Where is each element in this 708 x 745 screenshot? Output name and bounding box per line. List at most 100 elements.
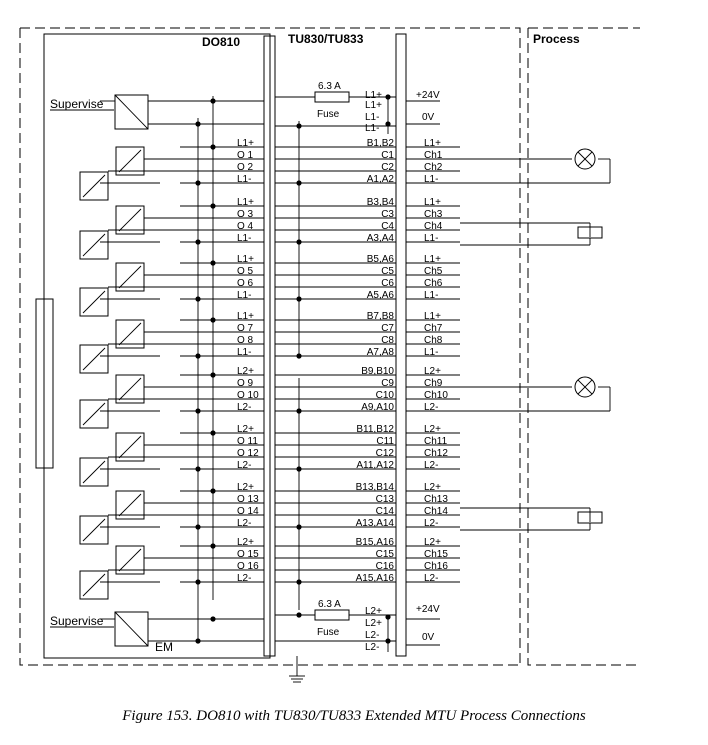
junction-dot [195, 638, 201, 644]
supply-top-pin-1: L1+ [365, 90, 382, 101]
process-channel-label: L2- [424, 573, 438, 584]
supply-bottom-voltage-zero: 0V [422, 632, 435, 643]
tu-header: TU830/TU833 [288, 32, 364, 46]
process-channel-label: L1+ [424, 311, 441, 322]
junction-dot [296, 180, 302, 186]
terminal-label: A11,A12 [356, 460, 394, 471]
terminal-label: A9,A10 [361, 402, 394, 413]
output-switch-b [79, 515, 109, 545]
junction-dot [296, 408, 302, 414]
output-switch-a [115, 432, 145, 462]
process-channel-label: Ch10 [424, 390, 448, 401]
terminal-label: C14 [376, 506, 395, 517]
process-header: Process [533, 32, 580, 46]
supervise-label-bottom: Supervise [50, 614, 104, 628]
supply-bottom-pin-3: L2- [365, 630, 379, 641]
module-pin-label: O 12 [237, 448, 259, 459]
module-pin-label: O 16 [237, 561, 259, 572]
junction-dot [296, 296, 302, 302]
junction-dot [210, 616, 216, 622]
process-channel-label: Ch6 [424, 278, 443, 289]
process-channel-label: Ch4 [424, 221, 443, 232]
module-pin-label: L2+ [237, 537, 254, 548]
junction-dot [296, 612, 302, 618]
process-channel-label: Ch8 [424, 335, 443, 346]
module-pin-label: O 2 [237, 162, 254, 173]
process-channel-label: L1- [424, 290, 438, 301]
process-channel-label: Ch7 [424, 323, 443, 334]
module-pin-label: O 7 [237, 323, 254, 334]
module-pin-label: L2+ [237, 366, 254, 377]
output-switch-b [79, 344, 109, 374]
process-channel-label: L2- [424, 402, 438, 413]
junction-dot [210, 372, 216, 378]
process-channel-label: L2+ [424, 537, 441, 548]
process-channel-label: L2+ [424, 424, 441, 435]
process-channel-label: Ch9 [424, 378, 443, 389]
junction-dot [296, 524, 302, 530]
process-channel-label: Ch15 [424, 549, 448, 560]
junction-dot [296, 123, 302, 129]
process-channel-label: L1+ [424, 197, 441, 208]
terminal-label: C2 [381, 162, 394, 173]
process-channel-label: L2- [424, 460, 438, 471]
output-switch-a [115, 205, 145, 235]
module-pin-label: L1+ [237, 197, 254, 208]
junction-dot [195, 579, 201, 585]
junction-dot [210, 430, 216, 436]
module-pin-label: O 15 [237, 549, 259, 560]
fuse-rating-top: 6.3 A [318, 81, 341, 92]
module-pin-label: L1+ [237, 311, 254, 322]
module-pin-label: O 1 [237, 150, 254, 161]
terminal-label: A3,A4 [367, 233, 395, 244]
junction-dot [195, 353, 201, 359]
terminal-label: B11,B12 [356, 424, 394, 435]
process-channel-label: L1+ [424, 138, 441, 149]
backplane-connector [35, 298, 54, 469]
tu-frame [19, 27, 521, 666]
terminal-label: C12 [376, 448, 395, 459]
fuse-rating-bottom: 6.3 A [318, 599, 341, 610]
terminal-label: B15,A16 [356, 537, 395, 548]
terminal-label: C4 [381, 221, 394, 232]
terminal-label: B5,A6 [367, 254, 395, 265]
output-switch-b [79, 570, 109, 600]
terminal-label: A13,A14 [356, 518, 395, 529]
supply-top-voltage-plus: +24V [416, 90, 440, 101]
terminal-label: C8 [381, 335, 394, 346]
process-channel-label: Ch3 [424, 209, 443, 220]
module-pin-label: L2+ [237, 424, 254, 435]
module-pin-label: O 6 [237, 278, 254, 289]
process-frame [527, 27, 640, 666]
supply-bottom-pin-2: L2+ [365, 618, 382, 629]
do810-header: DO810 [202, 35, 240, 49]
terminal-strip-rail [395, 33, 407, 657]
junction-dot [296, 353, 302, 359]
junction-dot [195, 121, 201, 127]
module-pin-label: O 4 [237, 221, 254, 232]
lamp-icon [574, 148, 596, 170]
process-channel-label: L1- [424, 233, 438, 244]
terminal-label: A5,A6 [367, 290, 395, 301]
junction-dot [210, 260, 216, 266]
module-pin-label: L1- [237, 347, 251, 358]
fuse-top [314, 91, 350, 103]
module-pin-label: L1+ [237, 138, 254, 149]
module-pin-label: L1- [237, 174, 251, 185]
terminal-label: C1 [381, 150, 394, 161]
supply-top-pin-3: L1- [365, 112, 379, 123]
junction-dot [195, 466, 201, 472]
module-pin-label: O 13 [237, 494, 259, 505]
process-channel-label: Ch14 [424, 506, 448, 517]
junction-dot [385, 614, 391, 620]
supply-top-pin-2: L1+ [365, 100, 382, 111]
junction-dot [210, 98, 216, 104]
process-channel-label: L1+ [424, 254, 441, 265]
fuse-name-top: Fuse [317, 109, 340, 120]
module-pin-label: O 3 [237, 209, 254, 220]
terminal-label: C13 [376, 494, 395, 505]
terminal-label: C15 [376, 549, 395, 560]
terminal-label: C3 [381, 209, 394, 220]
lamp-icon [574, 376, 596, 398]
terminal-label: C6 [381, 278, 394, 289]
